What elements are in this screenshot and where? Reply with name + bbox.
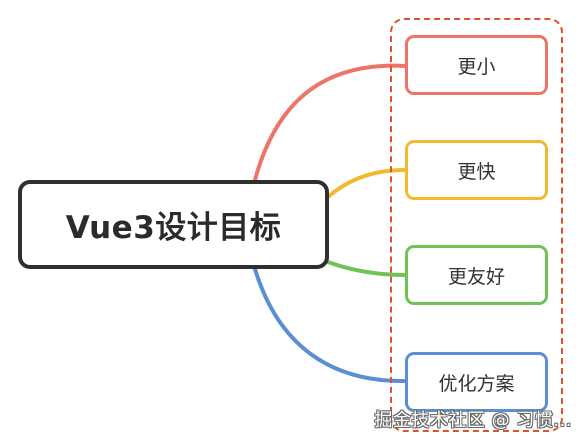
branch-topic-smaller[interactable]: 更小 bbox=[405, 35, 548, 95]
branch-topic-optimization-label: 优化方案 bbox=[438, 372, 515, 395]
branch-topic-faster-label: 更快 bbox=[457, 160, 496, 183]
connector-line-1 bbox=[253, 63, 407, 182]
branch-topic-optimization[interactable]: 优化方案 bbox=[405, 352, 548, 412]
branch-topic-faster[interactable]: 更快 bbox=[405, 140, 548, 200]
source-watermark: 掘金技术社区 @ 习惯... bbox=[374, 410, 572, 431]
branch-topic-smaller-label: 更小 bbox=[457, 55, 496, 78]
connector-line-4 bbox=[253, 267, 407, 384]
branch-topic-friendlier[interactable]: 更友好 bbox=[405, 245, 548, 305]
branch-group-dashed-frame bbox=[390, 18, 563, 432]
root-topic-label: Vue3设计目标 bbox=[65, 210, 282, 246]
connector-line-2 bbox=[326, 168, 407, 199]
connector-line-3 bbox=[326, 260, 407, 277]
root-topic[interactable]: Vue3设计目标 bbox=[18, 180, 329, 269]
branch-topic-friendlier-label: 更友好 bbox=[447, 265, 505, 288]
